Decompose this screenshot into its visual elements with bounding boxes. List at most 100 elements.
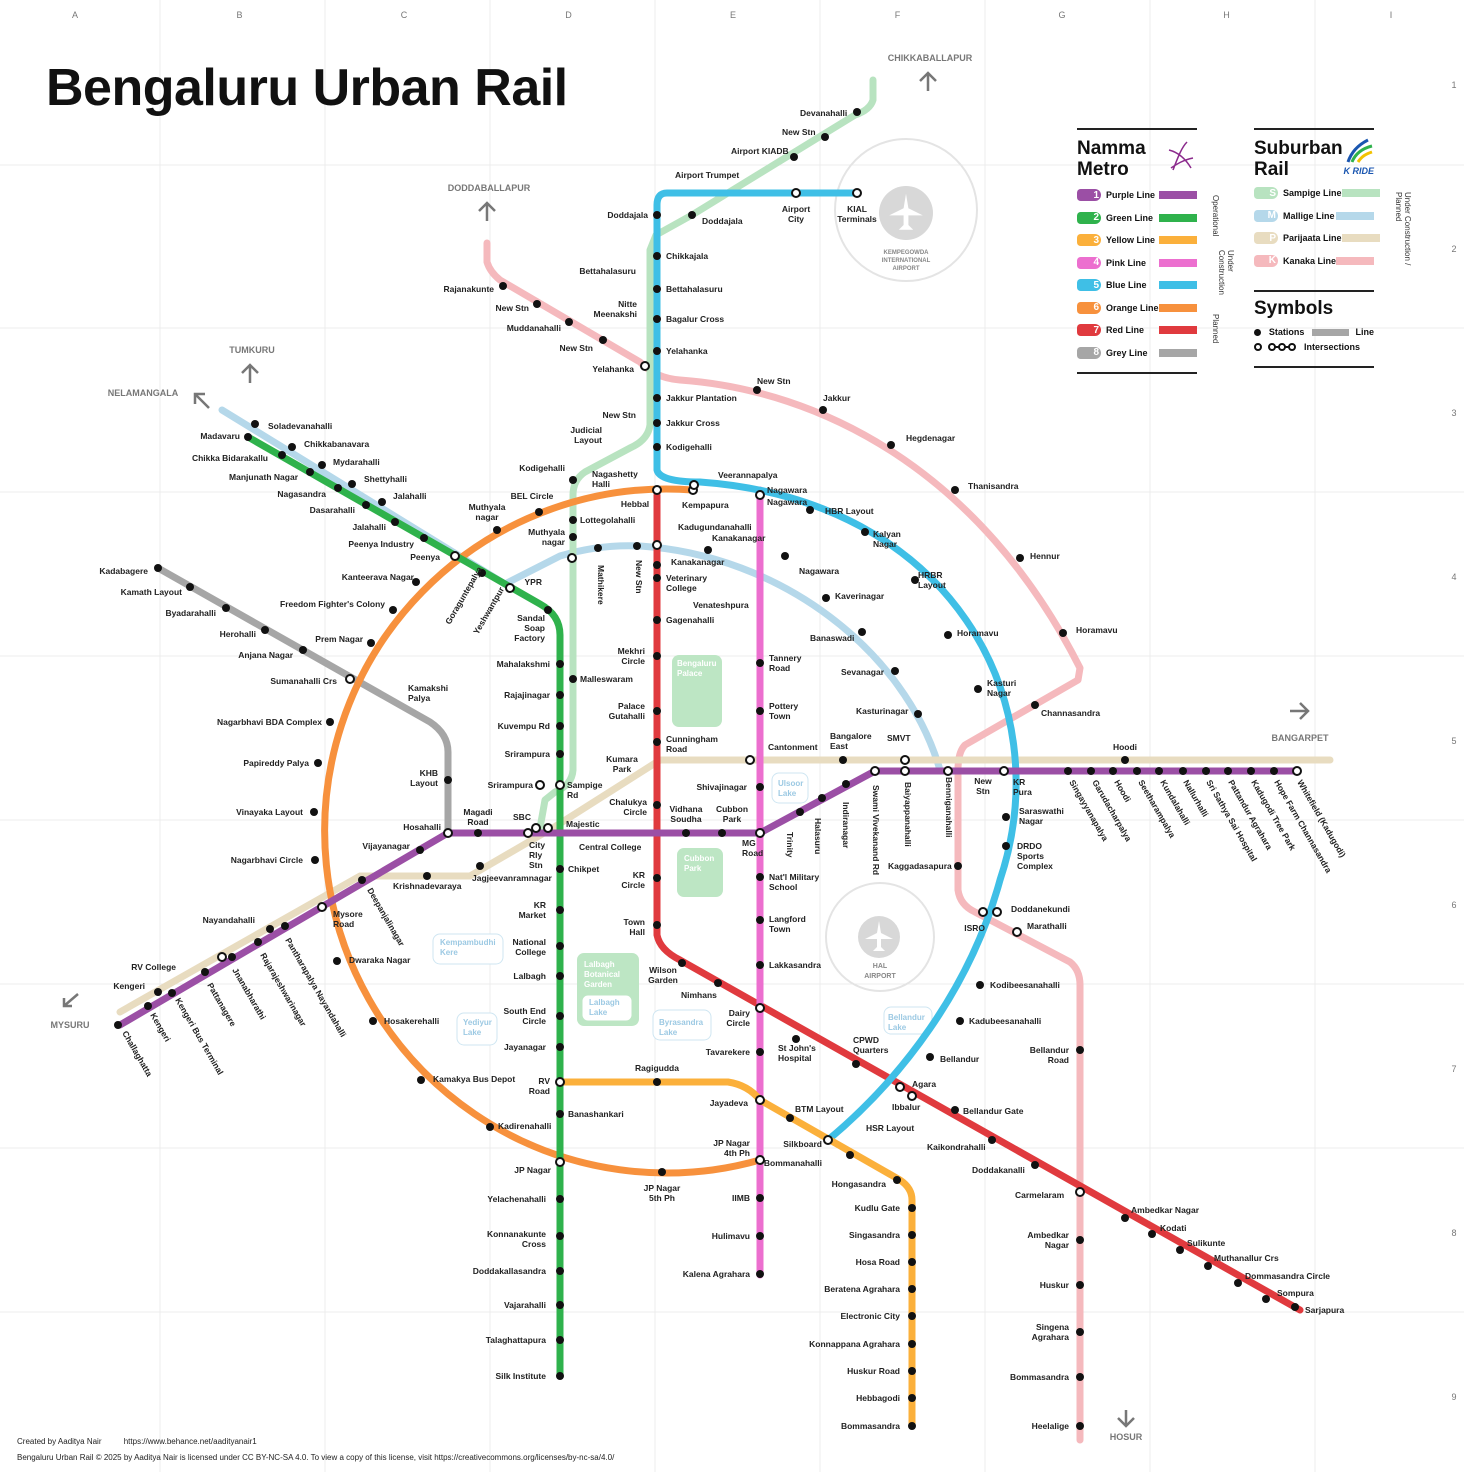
station-label: JP Nagar	[644, 1183, 681, 1193]
station-dot-icon	[1247, 767, 1255, 775]
station-dot-icon	[653, 443, 661, 451]
station-dot-icon	[926, 1053, 934, 1061]
station-dot-icon	[556, 1110, 564, 1118]
station-label: Hoodi	[1113, 742, 1137, 752]
station-label: Town	[623, 917, 645, 927]
arrow-right-icon	[1290, 702, 1310, 720]
place-label: Lalbagh	[589, 998, 620, 1007]
station-label: Circle	[621, 880, 645, 890]
station-dot-icon	[556, 722, 564, 730]
mallige-line	[218, 406, 944, 774]
station-label: Kodigehalli	[666, 442, 712, 452]
intersection-icon	[992, 907, 1002, 917]
station-label: Road	[333, 919, 354, 929]
line-badge-icon: P	[1254, 232, 1278, 245]
station-label: Dwaraka Nagar	[349, 955, 411, 965]
station-dot-icon	[756, 1194, 764, 1202]
station-label: Banaswadi	[810, 633, 854, 643]
station-label: Mydarahalli	[333, 457, 380, 467]
airplane-icon	[889, 193, 923, 230]
place-label: INTERNATIONAL	[882, 258, 931, 264]
station-label: Trinity	[785, 832, 795, 858]
station-label: Kodati	[1160, 1223, 1186, 1233]
intersection-icon	[791, 188, 801, 198]
station-dot-icon	[412, 578, 420, 586]
station-label: Circle	[621, 656, 645, 666]
station-label: Hongasandra	[832, 1179, 887, 1189]
intersection-icon	[999, 766, 1009, 776]
station-dot-icon	[822, 594, 830, 602]
station-dot-icon	[306, 468, 314, 476]
intersection-icon	[640, 361, 650, 371]
station-dot-icon	[1076, 1328, 1084, 1336]
station-label: Challaghatta	[120, 1029, 154, 1078]
credit-link[interactable]: https://www.behance.net/aadityanair1	[123, 1437, 257, 1446]
station-dot-icon	[310, 808, 318, 816]
station-dot-icon	[569, 533, 577, 541]
station-dot-icon	[756, 961, 764, 969]
station-label: St John's	[778, 1043, 816, 1053]
station-dot-icon	[653, 574, 661, 582]
station-label: Yelachenahalli	[487, 1194, 546, 1204]
station-label: Airport Trumpet	[675, 170, 739, 180]
grid-row-label: 5	[1451, 736, 1456, 746]
station-label: Jalahalli	[393, 491, 427, 501]
line-swatch	[1341, 189, 1380, 198]
station-label: Bangalore	[830, 731, 872, 741]
grid-row-label: 1	[1451, 80, 1456, 90]
station-label: Srirampura	[488, 780, 534, 790]
station-label: Road	[666, 744, 687, 754]
intersection-icon	[755, 1155, 765, 1165]
orange-line	[321, 485, 764, 1177]
station-label: Jakkur Cross	[666, 418, 720, 428]
station-label: Huskur Road	[847, 1366, 900, 1376]
station-label: Park	[723, 814, 742, 824]
station-label: Tavarekere	[706, 1047, 751, 1057]
direction-label: DODDABALLAPUR	[448, 183, 531, 193]
line-badge-icon: 6	[1077, 301, 1101, 314]
station-label: Jakkur Plantation	[666, 393, 737, 403]
station-label: Majestic	[566, 819, 600, 829]
station-label: Papireddy Palya	[243, 758, 309, 768]
station-label: Shettyhalli	[364, 474, 407, 484]
station-dot-icon	[653, 801, 661, 809]
line-swatch	[1159, 326, 1197, 335]
station-label: Baiyappanahalli	[903, 782, 913, 847]
line-badge-icon: 3	[1077, 234, 1101, 247]
station-dot-icon	[756, 1048, 764, 1056]
direction-label: BANGARPET	[1271, 733, 1329, 743]
grid-column-label: G	[1058, 10, 1065, 20]
station-dot-icon	[556, 1043, 564, 1051]
intersection-icon	[555, 780, 565, 790]
station-dot-icon	[244, 433, 252, 441]
station-label: Meenakshi	[594, 309, 637, 319]
legend-line-name: Blue Line	[1106, 280, 1147, 291]
station-dot-icon	[493, 526, 501, 534]
station-dot-icon	[653, 1078, 661, 1086]
station-label: Jnanabharathi	[230, 966, 268, 1021]
station-label: Doddakanalli	[972, 1165, 1025, 1175]
place-label: Ulsoor	[778, 779, 803, 788]
station-label: Soap	[524, 623, 545, 633]
k-ride-logo-text: K RIDE	[1343, 166, 1374, 176]
station-label: Rly	[529, 850, 543, 860]
station-label: Kamath Layout	[121, 587, 183, 597]
station-label: Layout	[574, 435, 602, 445]
station-dot-icon	[1059, 629, 1067, 637]
station-dot-icon	[1076, 1046, 1084, 1054]
station-label: Saraswathi	[1019, 806, 1064, 816]
station-dot-icon	[653, 347, 661, 355]
intersection-icon	[652, 485, 662, 495]
station-label: Jalahalli	[352, 522, 386, 532]
station-dot-icon	[839, 756, 847, 764]
station-dot-icon	[653, 394, 661, 402]
grid-column-label: I	[1390, 10, 1393, 20]
station-dot-icon	[796, 808, 804, 816]
station-label: Hebbal	[621, 499, 649, 509]
place-label: Palace	[677, 669, 703, 678]
station-label: Peenya Industry	[348, 539, 414, 549]
station-dot-icon	[154, 564, 162, 572]
station-dot-icon	[556, 1012, 564, 1020]
station-label: Jayadeva	[710, 1098, 749, 1108]
